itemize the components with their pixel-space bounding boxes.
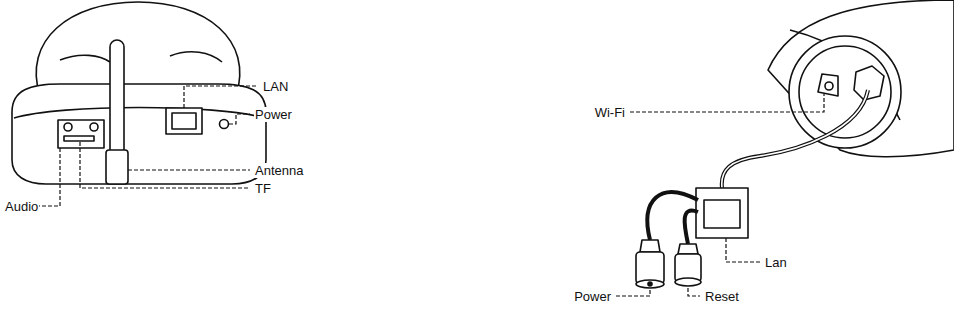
base-seam: [14, 108, 264, 119]
camera-housing: [768, 0, 954, 157]
part-label: Audio: [4, 199, 39, 214]
power-plug-neck: [640, 240, 660, 252]
head-seam: [60, 55, 110, 62]
power-pin: [648, 282, 652, 286]
camera-base: [12, 84, 266, 184]
leader-line: [80, 142, 250, 188]
lan-socket: [172, 113, 196, 129]
leader-line: [688, 288, 700, 296]
leader-line: [128, 169, 250, 170]
part-label: Power: [254, 107, 293, 122]
cable: [722, 90, 868, 188]
leader-line: [616, 290, 650, 296]
part-label: TF: [254, 181, 272, 196]
leader-line: [38, 148, 60, 206]
power-lead: [647, 192, 698, 240]
leader-line: [630, 94, 824, 112]
part-label: Antenna: [254, 163, 304, 178]
audio-jack: [64, 123, 72, 131]
reset-plug-neck: [678, 244, 698, 254]
part-label: Wi-Fi: [594, 105, 626, 120]
tf-slot: [64, 136, 94, 141]
camera-head: [36, 2, 240, 96]
io-panel: [58, 120, 104, 148]
reset-lead: [685, 211, 698, 244]
leader-line: [726, 238, 760, 262]
part-label: Reset: [704, 289, 740, 304]
lan-connector: [696, 188, 748, 238]
reset-plug-end: [675, 278, 701, 286]
wifi-pin: [825, 82, 833, 90]
lan-port: [166, 108, 202, 134]
leader-line: [229, 114, 250, 124]
cable-core: [722, 90, 868, 188]
antenna-mount: [106, 150, 128, 184]
part-label: Power: [573, 289, 612, 304]
power-jack: [220, 120, 229, 129]
power-plug-end: [636, 280, 664, 288]
lan-socket: [704, 200, 740, 228]
wifi-connector: [818, 74, 838, 96]
part-label: LAN: [262, 79, 289, 94]
cable-gland: [854, 66, 884, 100]
head-seam: [170, 52, 222, 62]
leader-line: [184, 86, 258, 108]
audio-jack: [90, 123, 98, 131]
camera-back: [789, 36, 901, 148]
part-label: Lan: [764, 255, 788, 270]
